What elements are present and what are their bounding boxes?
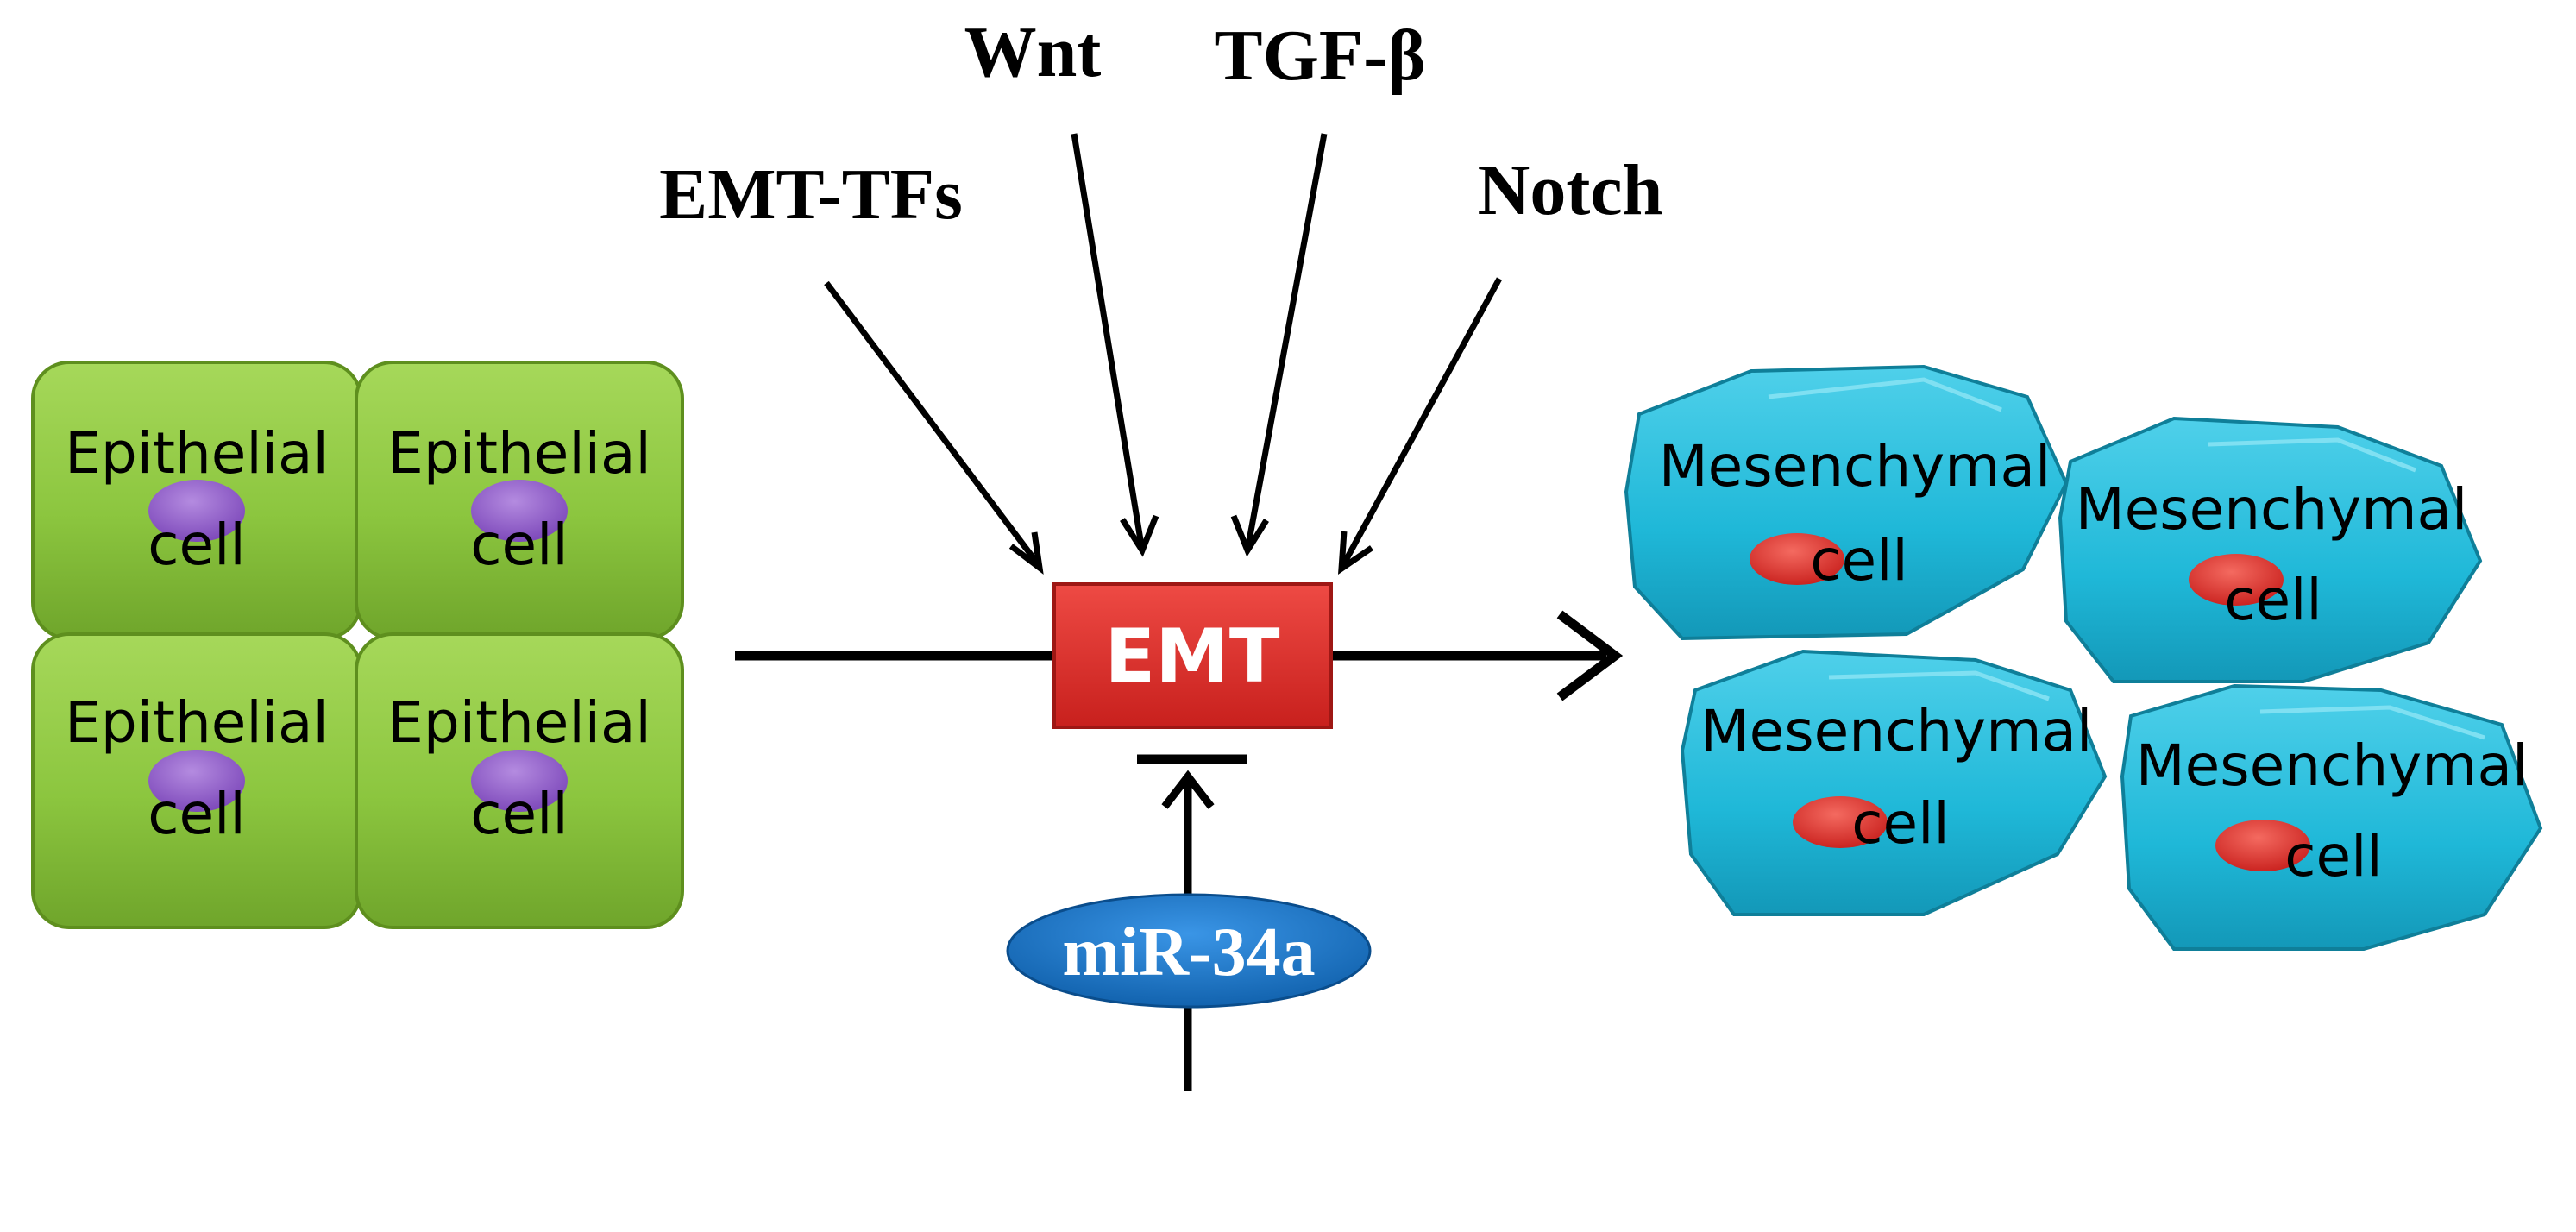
nucleus-icon: [471, 750, 568, 812]
arrow-head-icon: [1008, 531, 1044, 575]
arrow-head-icon: [1161, 770, 1215, 809]
cell-label: cell: [470, 512, 569, 578]
mirna-node: miR-34a: [1006, 893, 1372, 1009]
nucleus-icon: [471, 480, 568, 542]
arrow-head-icon: [1338, 531, 1373, 575]
emt-node: EMT: [1052, 582, 1333, 729]
epithelial-cell: Epithelial cell: [355, 361, 684, 640]
emt-tfs-label: EMT-TFs: [659, 154, 963, 235]
cell-label: Mesenchymal: [2076, 476, 2468, 543]
cell-label: Mesenchymal: [2136, 732, 2529, 799]
nucleus-icon: [2215, 820, 2310, 871]
tgf-beta-label: TGF-β: [1215, 16, 1426, 96]
cell-label: Mesenchymal: [1700, 698, 2093, 764]
cell-label: Epithelial: [65, 689, 329, 756]
cell-label: cell: [1810, 527, 1908, 594]
mesenchymal-cell: Mesenchymal cell: [2058, 416, 2483, 683]
cell-label: cell: [148, 781, 246, 847]
arrow-head-icon: [1230, 514, 1269, 557]
nucleus-icon: [2189, 554, 2284, 606]
emt-tfs-arrow: [824, 280, 1041, 568]
mesenchymal-cell: Mesenchymal cell: [1624, 364, 2069, 641]
notch-label: Notch: [1478, 150, 1663, 230]
nucleus-icon: [1793, 796, 1888, 848]
emt-label: EMT: [1105, 613, 1280, 700]
cell-label: cell: [2284, 823, 2383, 889]
nucleus-icon: [148, 750, 245, 812]
mesenchymal-cell: Mesenchymal cell: [2120, 683, 2543, 951]
notch-arrow: [1340, 277, 1503, 567]
mesenchymal-cell-group: Mesenchymal cell Mesenchymal cell Mesenc…: [1624, 364, 2543, 951]
nucleus-icon: [1750, 533, 1844, 585]
cell-label: Epithelial: [387, 420, 651, 487]
cell-label: cell: [148, 512, 246, 578]
epithelial-cell: Epithelial cell: [31, 632, 362, 929]
cell-label: cell: [470, 781, 569, 847]
cell-label: cell: [1851, 790, 1950, 857]
inhibition-pathway: [1137, 754, 1247, 1091]
wnt-arrow: [1071, 133, 1145, 546]
cell-label: Mesenchymal: [1659, 433, 2051, 500]
nucleus-icon: [148, 480, 245, 542]
arrow-head-icon: [1120, 514, 1159, 557]
cell-label: cell: [2224, 567, 2322, 633]
wnt-label: Wnt: [964, 12, 1102, 92]
epithelial-cell-group: Epithelial cell Epithelial cell Epitheli…: [31, 361, 684, 929]
epithelial-cell: Epithelial cell: [31, 361, 362, 640]
epithelial-cell: Epithelial cell: [355, 632, 684, 929]
cell-label: Epithelial: [387, 689, 651, 756]
tgf-beta-arrow: [1245, 133, 1328, 546]
cell-label: Epithelial: [65, 420, 329, 487]
mirna-label: miR-34a: [1062, 915, 1315, 990]
activator-arrows: [824, 133, 1503, 575]
mesenchymal-cell: Mesenchymal cell: [1680, 649, 2108, 916]
arrow-head-icon: [1556, 610, 1624, 701]
